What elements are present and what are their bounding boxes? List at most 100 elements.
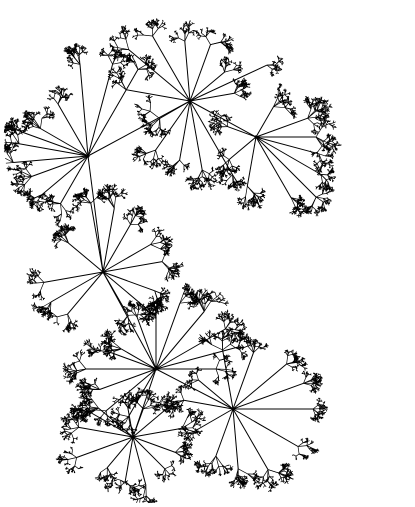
leaf-twig xyxy=(127,61,131,65)
leaf-twig xyxy=(286,100,288,102)
leaf-twig xyxy=(146,57,150,61)
leaf-twig xyxy=(234,92,241,97)
leaf-twig xyxy=(113,67,115,71)
leaf-twig xyxy=(4,127,8,131)
leaf-twig xyxy=(317,185,320,188)
leaf-twig xyxy=(54,92,57,95)
leaf-twig xyxy=(210,41,221,45)
leaf-twig xyxy=(41,116,47,119)
leaf-twig xyxy=(15,177,17,180)
leaf-twig xyxy=(237,80,239,83)
leaf-twig xyxy=(6,143,9,146)
leaf-twig xyxy=(236,83,238,85)
leaf-twig xyxy=(231,38,234,41)
leaf-twig xyxy=(28,191,30,193)
leaf-twig xyxy=(158,118,161,128)
leaf-twig xyxy=(74,58,81,65)
leaf-twig xyxy=(48,208,51,210)
leaf-twig xyxy=(118,54,121,57)
leaf-twig xyxy=(36,206,38,209)
leaf-twig xyxy=(5,162,14,164)
leaf-twig xyxy=(161,24,165,27)
leaf-twig xyxy=(109,43,111,45)
leaf-twig xyxy=(188,20,191,23)
leaf-twig xyxy=(124,34,127,40)
leaf-twig xyxy=(14,132,18,136)
leaf-twig xyxy=(224,56,226,58)
leaf-twig xyxy=(278,69,280,71)
leaf-twig xyxy=(5,134,8,137)
leaf-twig xyxy=(161,156,163,159)
leaf-twig xyxy=(49,203,51,206)
leaf-twig xyxy=(281,62,283,65)
leaf-twig xyxy=(243,92,247,95)
leaf-twig xyxy=(161,19,164,22)
leaf-twig xyxy=(18,180,21,182)
leaf-twig xyxy=(161,26,165,29)
leaf-twig xyxy=(60,91,63,93)
leaf-twig xyxy=(239,92,244,97)
leaf-twig xyxy=(42,195,47,198)
leaf-twig xyxy=(278,83,281,86)
leaf-twig xyxy=(123,64,126,67)
leaf-twig xyxy=(113,49,115,51)
leaf-twig xyxy=(220,37,224,43)
leaf-twig xyxy=(143,56,146,59)
leaf-twig xyxy=(102,49,105,53)
leaf-twig xyxy=(152,72,154,75)
leaf-twig xyxy=(33,198,35,204)
leaf-twig xyxy=(18,191,21,194)
leaf-twig xyxy=(242,89,247,95)
leaf-twig xyxy=(21,178,25,182)
leaf-twig xyxy=(53,98,59,105)
leaf-twig xyxy=(188,166,190,168)
leaf-twig xyxy=(52,196,54,199)
leaf-twig xyxy=(112,46,119,49)
leaf-twig xyxy=(17,190,19,194)
leaf-twig xyxy=(30,120,33,124)
leaf-twig xyxy=(26,112,29,115)
leaf-twig xyxy=(38,206,41,210)
leaf-twig xyxy=(125,31,129,35)
leaf-twig xyxy=(316,160,321,164)
leaf-twig xyxy=(332,124,335,126)
leaf-twig xyxy=(316,163,319,167)
leaf-twig xyxy=(126,58,129,61)
leaf-twig xyxy=(156,127,160,131)
leaf-twig xyxy=(284,99,286,101)
leaf-twig xyxy=(227,57,229,59)
leaf-twig xyxy=(84,51,86,53)
leaf-twig xyxy=(278,67,281,70)
leaf-twig xyxy=(313,122,318,125)
leaf-twig xyxy=(120,60,124,63)
leaf-twig xyxy=(28,119,31,122)
leaf-twig xyxy=(139,108,143,112)
leaf-twig xyxy=(132,35,135,38)
leaf-twig xyxy=(234,63,237,66)
leaf-twig xyxy=(9,150,12,153)
leaf-twig xyxy=(67,52,70,55)
leaf-twig xyxy=(69,50,74,54)
leaf-twig xyxy=(62,91,65,97)
leaf-twig xyxy=(237,85,242,88)
leaf-twig xyxy=(249,91,252,94)
leaf-twig xyxy=(238,63,241,68)
leaf-twig xyxy=(187,24,191,27)
leaf-twig xyxy=(238,84,242,87)
leaf-twig xyxy=(38,209,40,212)
leaf-twig xyxy=(191,184,193,187)
leaf-twig xyxy=(23,128,26,131)
leaf-twig xyxy=(14,119,16,122)
leaf-twig xyxy=(224,180,228,184)
leaf-twig xyxy=(201,35,206,38)
leaf-twig xyxy=(196,31,199,34)
leaf-twig xyxy=(53,93,56,99)
leaf-twig xyxy=(118,78,121,85)
leaf-twig xyxy=(66,97,69,99)
leaf-twig xyxy=(21,173,26,177)
leaf-twig xyxy=(239,65,242,68)
leaf-twig xyxy=(26,124,28,126)
leaf-twig xyxy=(31,123,34,127)
leaf-twig xyxy=(155,130,157,135)
leaf-twig xyxy=(50,195,52,197)
